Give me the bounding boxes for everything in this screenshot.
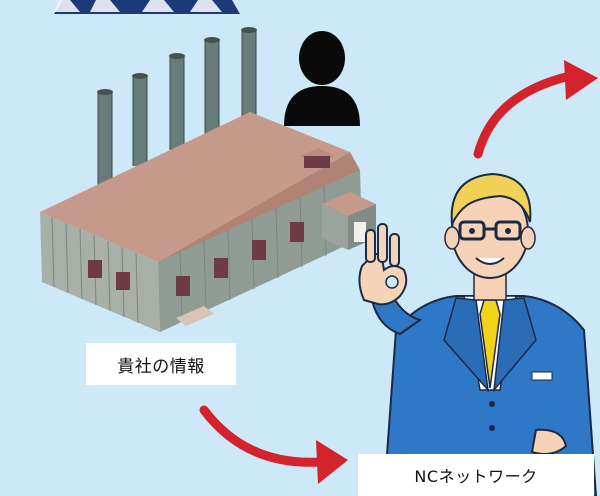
factory-icon: [40, 27, 376, 332]
businessman-ok-gesture-icon: [358, 172, 598, 496]
top-banner: [54, 0, 240, 14]
company-info-label: 貴社の情報: [86, 343, 236, 385]
person-silhouette-icon: [284, 31, 360, 126]
nc-network-label: NCネットワーク: [358, 454, 594, 496]
curved-arrow-up-right-icon: [473, 60, 598, 159]
curved-arrow-down-right-icon: [199, 405, 348, 484]
